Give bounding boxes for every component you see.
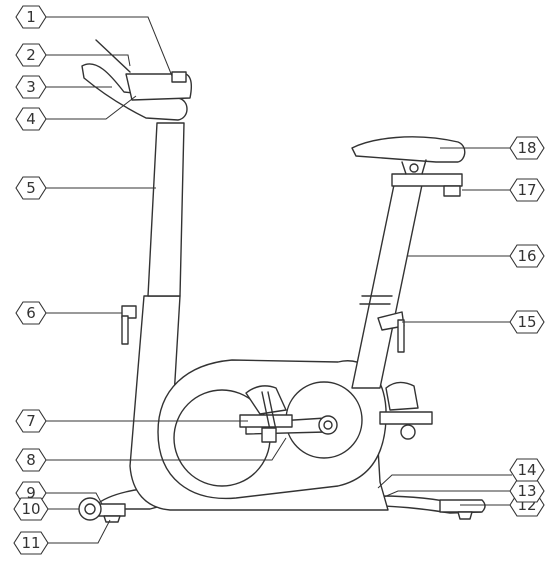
rear-stand [377, 495, 486, 514]
callout-10: 10 [13, 497, 49, 521]
seat-rail [391, 173, 463, 187]
callout-2: 2 [15, 43, 47, 67]
callout-number: 6 [26, 304, 36, 322]
leader-lines [45, 16, 512, 544]
callout-number: 16 [517, 247, 536, 265]
callout-18: 18 [509, 136, 545, 160]
callout-8: 8 [15, 448, 47, 472]
handlebar [81, 39, 193, 121]
handlebar-adjust-knob [121, 305, 137, 345]
callout-15: 15 [509, 310, 545, 334]
callout-1: 1 [15, 5, 47, 29]
callout-7: 7 [15, 409, 47, 433]
callout-14: 14 [509, 458, 545, 482]
front-post [147, 122, 185, 297]
callout-number: 3 [26, 78, 36, 96]
seat-height-knob [377, 311, 405, 353]
callout-number: 2 [26, 46, 36, 64]
callout-16: 16 [509, 244, 545, 268]
callout-number: 17 [517, 181, 536, 199]
callout-6: 6 [15, 301, 47, 325]
seat [351, 136, 466, 175]
transport-wheel [78, 497, 102, 521]
callout-number: 13 [517, 482, 536, 500]
callout-number: 4 [26, 110, 36, 128]
callout-number: 9 [26, 484, 36, 502]
callout-number: 8 [26, 451, 36, 469]
seat-post [351, 179, 424, 389]
callout-4: 4 [15, 107, 47, 131]
left-pedal [239, 385, 293, 443]
callout-5: 5 [15, 176, 47, 200]
callout-11: 11 [13, 531, 49, 555]
right-pedal [379, 381, 433, 440]
callout-number: 5 [26, 179, 36, 197]
front-leveling-foot [103, 515, 121, 523]
callout-number: 1 [26, 8, 36, 26]
callout-number: 11 [21, 534, 40, 552]
callout-number: 15 [517, 313, 536, 331]
callout-3: 3 [15, 75, 47, 99]
callout-number: 14 [517, 461, 536, 479]
bike-illustration [78, 39, 486, 523]
callout-number: 7 [26, 412, 36, 430]
callout-17: 17 [509, 178, 545, 202]
callout-number: 10 [21, 500, 40, 518]
callout-13: 13 [509, 479, 545, 503]
rear-leveling-foot [457, 511, 473, 520]
seat-adjust-knob [443, 185, 461, 197]
callout-number: 18 [517, 139, 536, 157]
